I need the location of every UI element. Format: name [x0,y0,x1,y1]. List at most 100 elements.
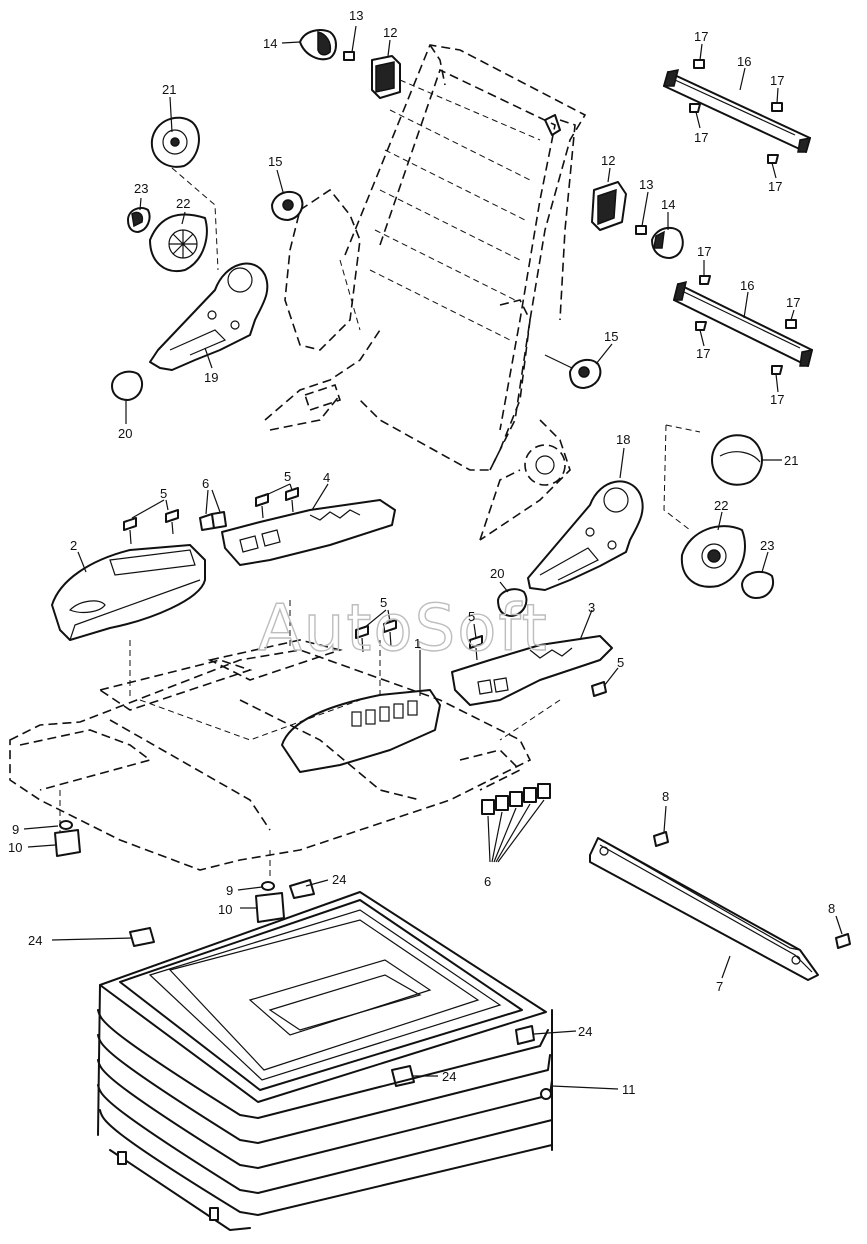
part-13-clip-top [343,51,355,61]
callout-12: 12 [383,25,397,40]
callout-13: 13 [639,177,653,192]
callout-14: 14 [661,197,675,212]
part-17-clip-h [771,365,783,375]
part-9-washer-left [59,820,73,830]
part-22-knob-left [149,213,208,273]
part-23-cap-right [741,570,774,599]
callout-24: 24 [442,1069,456,1084]
callout-15: 15 [604,329,618,344]
callout-21: 21 [162,82,176,97]
part-14-knob-top [299,29,337,61]
callout-17: 17 [786,295,800,310]
leader-lines [23,25,843,1090]
callout-23: 23 [760,538,774,553]
part-15-cap-right [544,354,602,389]
part-21-cover-left [150,116,200,168]
part-24-clip-d [391,1065,415,1087]
part-17-clip-b [771,102,783,112]
part-6-switch-set [481,783,551,863]
part-17-clip-f [785,319,797,329]
screws [123,487,851,949]
part-11-suspension [97,891,553,1231]
part-2-side-trim [51,544,206,641]
part-14-knob-right [651,226,684,259]
part-4-bracket [221,499,396,566]
callout-12: 12 [601,153,615,168]
callout-10: 10 [218,902,232,917]
part-1-housing [281,689,441,773]
callout-16: 16 [737,54,751,69]
part-12-guide-top [371,55,401,99]
part-10-block-center [255,892,285,923]
callout-24: 24 [332,872,346,887]
part-7-side-rail [589,837,819,981]
callout-8: 8 [828,901,835,916]
callout-2: 2 [70,538,77,553]
callout-14: 14 [263,36,277,51]
part-16-rail-lower [673,280,814,367]
axis-line-right [663,424,701,531]
callout-17: 17 [770,392,784,407]
part-12-guide-right [591,181,627,231]
part-13-clip-right [635,225,647,235]
callout-labels: 14 13 12 21 23 22 15 19 20 17 16 17 17 1… [8,8,835,1097]
part-24-clip-c [515,1025,535,1045]
callout-5: 5 [468,609,475,624]
callout-17: 17 [768,179,782,194]
callout-16: 16 [740,278,754,293]
callout-4: 4 [323,470,330,485]
callout-21: 21 [784,453,798,468]
callout-11: 11 [622,1082,636,1097]
part-17-clip-e [699,275,711,285]
part-22-knob-right [680,525,746,588]
callout-17: 17 [770,73,784,88]
seat-cushion-frame [9,600,561,880]
part-17-clip-a [693,59,705,69]
callout-18: 18 [616,432,630,447]
axis-line-left [171,167,219,271]
part-18-lever-right [527,480,644,591]
part-24-clip-b [129,927,155,947]
callout-19: 19 [204,370,218,385]
callout-17: 17 [694,130,708,145]
callout-17: 17 [696,346,710,361]
part-17-clip-g [695,321,707,331]
callout-17: 17 [694,29,708,44]
callout-24: 24 [28,933,42,948]
callout-5: 5 [160,486,167,501]
part-20-plug-right [497,588,528,617]
callout-23: 23 [134,181,148,196]
callout-6: 6 [202,476,209,491]
callout-9: 9 [226,883,233,898]
part-20-plug-left [111,370,144,401]
part-19-lever-left [149,262,269,371]
callout-7: 7 [716,979,723,994]
callout-22: 22 [176,196,190,211]
callout-20: 20 [118,426,132,441]
part-10-block-left [54,829,81,857]
callout-10: 10 [8,840,22,855]
callout-15: 15 [268,154,282,169]
callout-8: 8 [662,789,669,804]
callout-1: 1 [414,636,421,651]
part-21-cover-right [711,434,763,486]
part-17-clip-d [767,154,779,164]
part-15-cap-left [271,190,304,221]
part-24-clip-a [289,879,315,899]
part-6-clip-b [211,511,227,529]
callout-3: 3 [588,600,595,615]
part-17-clip-c [689,103,701,113]
callout-24: 24 [578,1024,592,1039]
callout-9: 9 [12,822,19,837]
watermark-text: AutoSoft [258,592,549,666]
part-3-bracket [451,635,613,706]
callout-5: 5 [380,595,387,610]
part-9-washer-center [261,881,275,891]
callout-5: 5 [617,655,624,670]
part-23-cap-left [127,207,151,233]
part-16-rail-top [663,69,812,153]
callout-22: 22 [714,498,728,513]
callout-5: 5 [284,469,291,484]
